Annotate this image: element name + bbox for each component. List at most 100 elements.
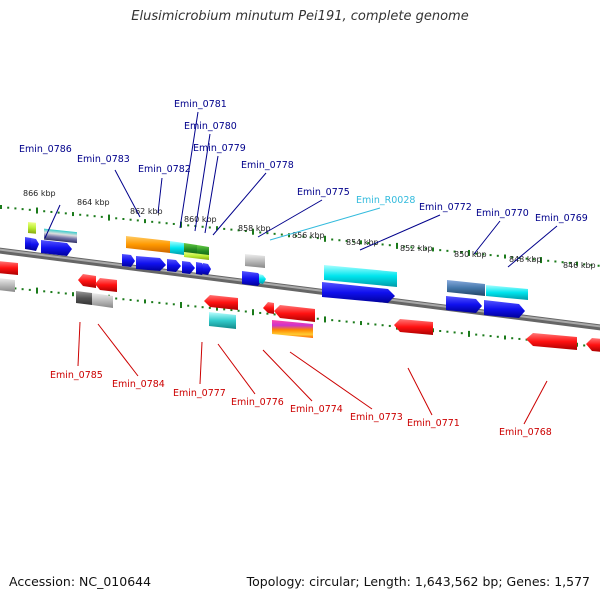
scale-label: 858 kbp (238, 224, 271, 233)
scale-tick (252, 309, 254, 316)
scale-tick (72, 212, 74, 217)
gene-right-edge[interactable] (586, 338, 600, 352)
leader-line (199, 341, 203, 385)
scale-tick (446, 330, 449, 333)
scale-tick (14, 287, 17, 290)
gene-label[interactable]: Emin_0786 (19, 144, 72, 155)
gene-block-orange[interactable] (126, 236, 209, 260)
gene-emin-0773[interactable] (272, 320, 313, 338)
scale-tick (158, 301, 161, 304)
scale-tick (129, 298, 132, 301)
gene-label[interactable]: Emin_0769 (535, 213, 588, 224)
leader-line (179, 111, 199, 229)
scale-tick (244, 310, 247, 313)
scale-tick (453, 331, 456, 334)
gene-emin-0772[interactable] (446, 280, 485, 313)
gene-label[interactable]: Emin_0773 (350, 412, 403, 423)
gene-emin-0774[interactable] (263, 302, 315, 322)
leader-line (114, 169, 141, 218)
scale-tick (266, 312, 269, 315)
gene-label[interactable]: Emin_0782 (138, 164, 191, 175)
gene-emin-0775[interactable] (322, 282, 395, 303)
gene-label[interactable]: Emin_0772 (419, 202, 472, 213)
gene-label[interactable]: Emin_0781 (174, 99, 227, 110)
gene-emin-0783[interactable] (122, 254, 135, 267)
gene-emin-0782[interactable] (136, 256, 166, 271)
scale-tick (50, 291, 53, 294)
gene-label[interactable]: Emin_0777 (173, 388, 226, 399)
scale-tick (410, 246, 413, 249)
gene-label[interactable]: Emin_0778 (241, 160, 294, 171)
scale-tick (446, 249, 449, 252)
gene-label[interactable]: Emin_0775 (297, 187, 350, 198)
scale-tick (0, 205, 2, 209)
scale-tick (331, 319, 334, 322)
gene-label[interactable]: Emin_0780 (184, 121, 237, 132)
gene-label[interactable]: Emin_0770 (476, 208, 529, 219)
forward-strand-genes (25, 221, 528, 318)
scale-tick (583, 263, 586, 266)
gene-emin-0768[interactable] (526, 333, 577, 350)
gene-emin-0770[interactable] (484, 300, 525, 318)
gene-label[interactable]: Emin_0784 (112, 379, 165, 390)
gene-emin-r0028[interactable] (324, 265, 397, 287)
scale-tick (144, 299, 146, 304)
scale-tick (576, 261, 578, 266)
gene-label[interactable]: Emin_0774 (290, 404, 343, 415)
gene-label[interactable]: Emin_0768 (499, 427, 552, 438)
scale-tick (43, 290, 46, 293)
gene-emin-0786[interactable] (25, 221, 77, 256)
gene-label[interactable]: Emin_R0028 (356, 195, 415, 206)
scale-label: 846 kbp (563, 261, 596, 270)
scale-tick (136, 299, 139, 302)
scale-tick (187, 304, 190, 307)
scale-tick (518, 337, 521, 340)
gene-label[interactable]: Emin_0771 (407, 418, 460, 429)
gene-emin-0785[interactable] (76, 274, 96, 305)
scale-tick (208, 226, 211, 229)
genome-summary-text: Topology: circular; Length: 1,643,562 bp… (246, 574, 590, 589)
gene-emin-0779[interactable] (196, 262, 211, 275)
gene-emin-0769[interactable] (486, 285, 528, 300)
gene-emin-0776[interactable] (209, 312, 236, 329)
map-title: Elusimicrobium minutum Pei191, complete … (131, 9, 469, 24)
gene-emin-0781[interactable] (167, 259, 181, 272)
gene-left-edge[interactable] (0, 261, 18, 292)
leader-line (257, 199, 323, 238)
leader-line (407, 367, 433, 416)
scale-tick (64, 292, 67, 295)
scale-tick (259, 231, 262, 234)
scale-label: 848 kbp (509, 255, 542, 264)
gene-label[interactable]: Emin_0776 (231, 397, 284, 408)
scale-label: 852 kbp (400, 244, 433, 253)
scale-tick (273, 232, 276, 235)
leader-line (359, 214, 441, 251)
scale-tick (50, 210, 53, 213)
leader-line (44, 204, 61, 239)
scale-tick (216, 226, 218, 231)
scale-label: 864 kbp (77, 198, 110, 207)
gene-emin-0780[interactable] (182, 261, 195, 274)
scale-tick (122, 298, 125, 301)
gene-emin-0777[interactable] (204, 295, 238, 310)
scale-tick (590, 264, 593, 267)
scale-tick (28, 208, 31, 211)
scale-tick (165, 222, 168, 225)
gene-label[interactable]: Emin_0783 (77, 154, 130, 165)
scale-tick (266, 232, 269, 235)
scale-tick (216, 306, 218, 311)
gene-label[interactable]: Emin_0785 (50, 370, 103, 381)
scale-tick (482, 334, 485, 337)
scale-tick (172, 303, 175, 306)
gene-emin-0778[interactable] (242, 254, 266, 286)
gene-emin-0771[interactable] (394, 319, 433, 335)
gene-label[interactable]: Emin_0779 (193, 143, 246, 154)
scale-tick (417, 247, 420, 250)
scale-tick (424, 247, 427, 250)
scale-tick (547, 259, 550, 262)
gene-emin-0784[interactable] (92, 278, 117, 308)
scale-tick (374, 323, 377, 326)
scale-tick (14, 207, 17, 210)
scale-tick (468, 249, 470, 256)
